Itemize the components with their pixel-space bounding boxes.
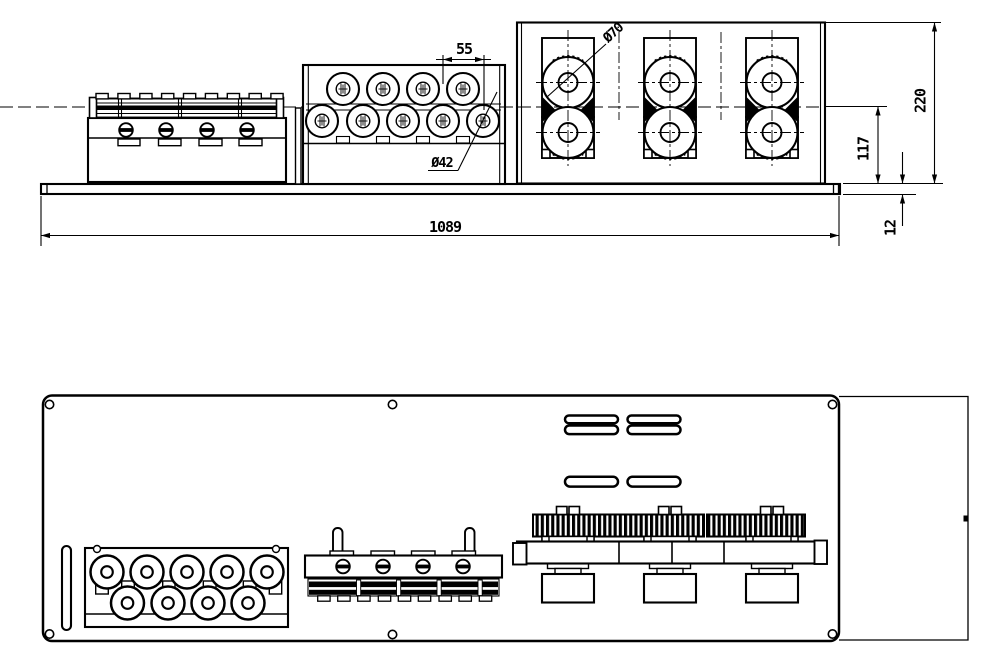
screw-icon [455,558,471,575]
clamp-stack [88,96,285,119]
roller [109,585,146,621]
drive-roller-pair [636,28,704,168]
dim-plate-thickness-label: 12 [882,220,900,236]
screw-icon [415,558,431,575]
roller [169,554,205,590]
dim-roller-pitch-label: 55 [456,40,473,58]
dimension-small-roller-dia: Ø42 [428,91,498,172]
screw-icon [118,122,134,138]
plan-side-extension [839,395,969,641]
drive-roller-module [515,21,827,185]
roller [230,585,266,621]
plan-roller-module [83,544,290,629]
screw-icon [199,122,215,138]
straightening-roller [385,103,421,139]
bottom-tabs [317,595,493,602]
lamination-stack [307,578,500,597]
dimension-roller-pitch: 55 [436,40,491,63]
screw-icon [375,558,391,575]
stack-top-tabs [95,92,284,100]
straightening-roller [425,103,461,139]
dim-overall-length-label: 1089 [429,218,462,236]
edge-marker [963,515,968,522]
front-view: 55 Ø42 Ø70 220 117 [0,19,943,246]
screw-icon [271,544,281,554]
baseplate [39,182,842,196]
dim-small-roller-label: Ø42 [430,155,452,171]
gear-train [532,513,705,538]
bar-end-block [512,542,528,566]
dimension-center-height: 117 [855,106,881,184]
mounting-hole [387,399,398,410]
dim-overall-height-label: 220 [912,88,930,113]
dim-center-height-label: 117 [855,137,873,161]
straightening-roller [304,103,340,139]
screw-icon [158,122,174,138]
dimension-plate-thickness: 12 [882,152,906,236]
bar-end-block [813,539,828,565]
roller [129,554,165,590]
plan-feed-module [303,527,504,602]
straightening-roller [325,71,361,107]
roller [249,554,285,590]
roller [209,554,245,590]
plan-view [41,394,969,643]
gear-train [706,513,806,538]
screw-icon [92,544,102,554]
screw-icon [335,558,351,575]
roller [190,585,226,621]
straightening-roller [445,71,481,107]
straightening-roller [405,71,441,107]
drive-roller-pair [738,28,806,168]
side-guide-plate [294,107,302,185]
feed-block-module [86,92,288,184]
roller [150,585,186,621]
vent-slots [563,414,682,488]
dimension-overall-length: 1089 [41,218,839,239]
straightening-roller [365,71,401,107]
drive-roller-pair [534,28,602,168]
dimension-overall-height: 220 [912,22,938,184]
screw-icon [239,122,255,138]
block-lower-tabs [117,138,263,147]
straightening-roller [345,103,381,139]
gearbox-bar [515,540,827,565]
mounting-hole [827,628,838,639]
mounting-hole [387,629,398,640]
adjust-slot [60,544,73,632]
mounting-hole [827,399,838,410]
roller [89,554,125,590]
mounting-hole [44,628,55,639]
straightener-module [294,63,507,186]
plan-gear-module [512,505,828,604]
mounting-hole [44,399,55,410]
